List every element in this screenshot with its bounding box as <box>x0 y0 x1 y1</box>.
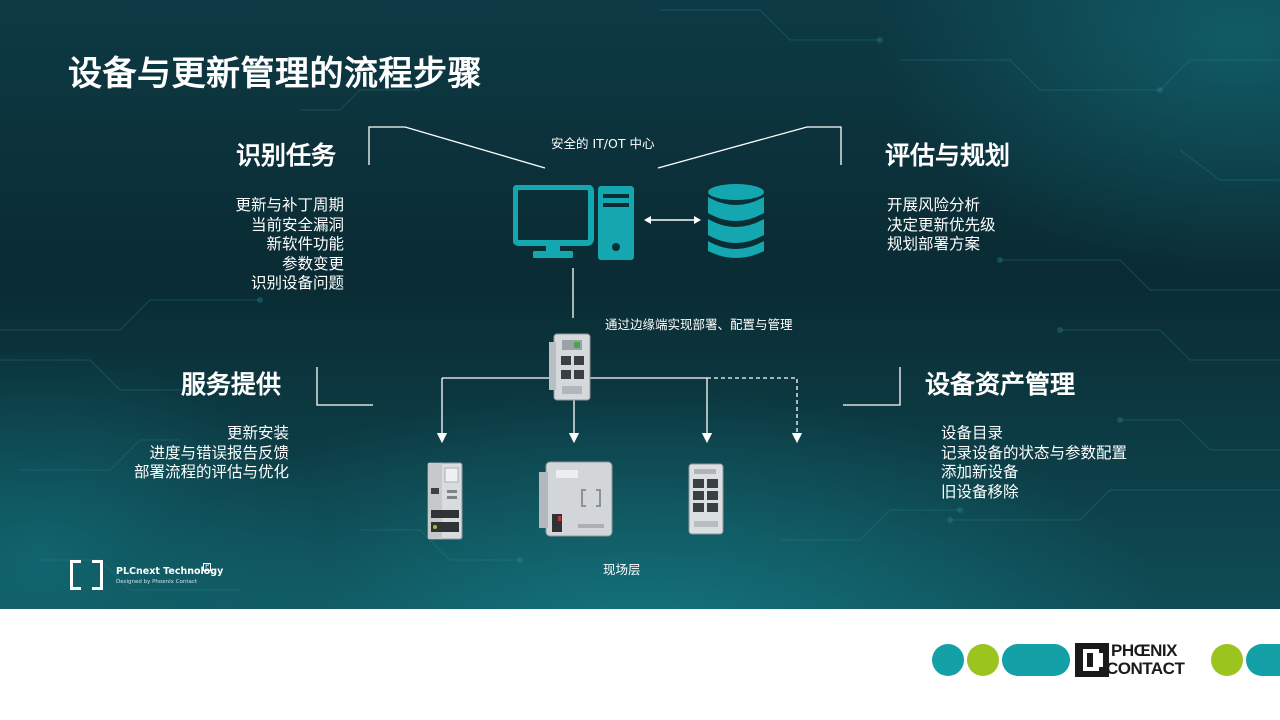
monitor-icon <box>513 185 594 258</box>
list-item: 当前安全漏洞 <box>250 215 344 234</box>
edge-label: 通过边缘端实现部署、配置与管理 <box>605 317 793 332</box>
io-module-icon <box>427 462 463 540</box>
footer-bar: PHŒNIX CONTACT <box>0 609 1280 720</box>
it-ot-label: 安全的 IT/OT 中心 <box>551 136 655 151</box>
teal-half-pill-shape <box>1246 644 1280 676</box>
list-item: 参数变更 <box>281 254 344 273</box>
list-item: 进度与错误报告反馈 <box>149 443 289 462</box>
evaluate-connector <box>657 126 842 169</box>
identify-list: 更新与补丁周期 当前安全漏洞 新软件功能 参数变更 识别设备问题 <box>235 196 344 294</box>
phoenix-contact-logo-icon <box>1075 643 1109 677</box>
list-item: 决定更新优先级 <box>887 215 996 234</box>
evaluate-list: 开展风险分析 决定更新优先级 规划部署方案 <box>887 196 996 255</box>
circuit-background <box>0 9 1280 591</box>
plcnext-mark: P <box>203 563 211 571</box>
list-item: 记录设备的状态与参数配置 <box>941 443 1128 462</box>
slide-canvas: 设备与更新管理的流程步骤 识别任务 更新与补丁周期 当前安全漏洞 新软件功能 参… <box>0 0 1280 609</box>
service-list: 更新安装 进度与错误报告反馈 部署流程的评估与优化 <box>134 424 289 483</box>
plcnext-name: PLCnext Technology <box>116 566 224 577</box>
list-item: 部署流程的评估与优化 <box>133 463 289 481</box>
list-item: 规划部署方案 <box>887 235 981 253</box>
list-item: 开展风险分析 <box>887 196 981 214</box>
plcnext-logo-icon <box>68 558 108 592</box>
switch-icon <box>688 463 724 535</box>
list-item: 旧设备移除 <box>941 482 1019 501</box>
list-item: 识别设备问题 <box>250 274 344 292</box>
list-item: 更新安装 <box>226 424 289 442</box>
lime-circle-shape-2 <box>1211 644 1243 676</box>
service-title: 服务提供 <box>181 370 282 399</box>
phoenix-line-2: CONTACT <box>1106 659 1185 678</box>
lime-circle-shape <box>967 644 999 676</box>
tower-pc-icon <box>598 186 634 260</box>
list-item: 新软件功能 <box>266 235 344 253</box>
database-icon <box>708 184 764 258</box>
phoenix-line-1: PHŒNIX <box>1111 641 1177 660</box>
teal-pill-shape <box>1002 644 1070 676</box>
identify-connector <box>368 126 546 169</box>
plcnext-tagline: Designed by Phoenix Contact <box>116 579 198 585</box>
gateway-icon <box>539 461 613 537</box>
asset-title: 设备资产管理 <box>925 370 1076 399</box>
service-connector <box>316 367 373 406</box>
list-item: 添加新设备 <box>941 463 1019 481</box>
asset-list: 设备目录 记录设备的状态与参数配置 添加新设备 旧设备移除 <box>941 424 1127 502</box>
slide-title: 设备与更新管理的流程步骤 <box>68 54 482 94</box>
edge-controller-icon <box>549 333 591 401</box>
evaluate-title: 评估与规划 <box>885 141 1011 170</box>
identify-title: 识别任务 <box>236 141 337 170</box>
asset-connector <box>843 367 901 406</box>
list-item: 设备目录 <box>941 424 1004 442</box>
teal-circle-shape <box>932 644 964 676</box>
list-item: 更新与补丁周期 <box>235 196 344 214</box>
field-label: 现场层 <box>603 562 641 577</box>
